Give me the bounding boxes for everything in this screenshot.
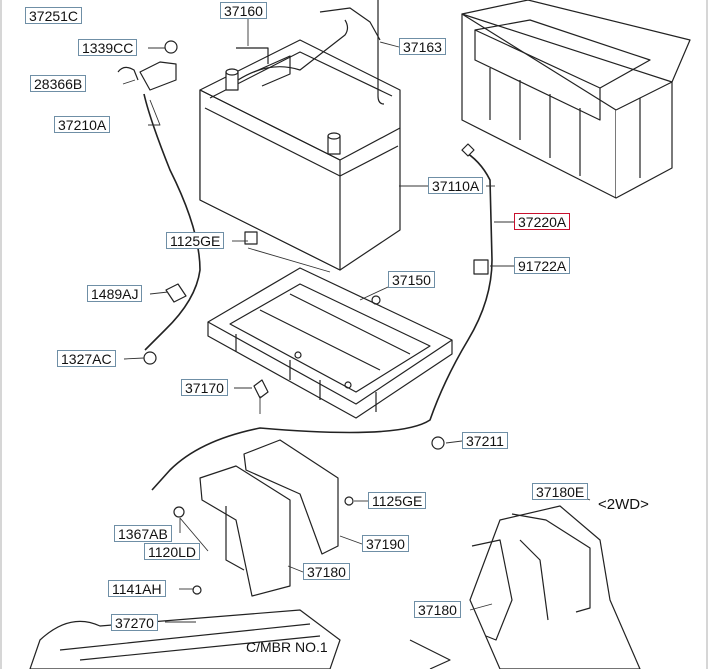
part-label-37150[interactable]: 37150 [388,271,435,288]
part-label-37211[interactable]: 37211 [462,432,508,449]
2wd-bracket-assembly-icon [409,505,641,669]
part-label-1339cc[interactable]: 1339CC [78,39,138,56]
part-label-37190[interactable]: 37190 [362,535,409,552]
hold-down-rod-icon [377,0,385,105]
left-frame-edge [0,0,2,669]
part-label-37180e[interactable]: 37180E [532,483,589,500]
part-label-1125ge-bottom[interactable]: 1125GE [368,492,427,509]
right-frame-edge [706,0,708,669]
part-label-1367ab[interactable]: 1367AB [114,525,172,542]
battery-icon [199,7,401,271]
part-label-37220a[interactable]: 37220A [514,213,571,230]
negative-cable-icon [143,93,201,351]
cable-clamp-icon [139,61,177,91]
part-label-37180-left[interactable]: 37180 [303,563,350,580]
part-label-1327ac[interactable]: 1327AC [57,350,116,367]
part-label-1141ah[interactable]: 1141AH [108,580,166,597]
member-note: C/MBR NO.1 [246,639,328,655]
part-label-37210a[interactable]: 37210A [54,116,111,133]
part-label-37110a[interactable]: 37110A [428,177,484,194]
part-label-28366b[interactable]: 28366B [30,75,87,92]
part-label-37180-right[interactable]: 37180 [414,601,461,618]
part-label-91722a[interactable]: 91722A [514,257,571,274]
part-label-1120ld[interactable]: 1120LD [144,543,201,560]
battery-cover-icon [461,0,691,199]
part-label-1489aj[interactable]: 1489AJ [87,285,143,302]
variant-note: <2WD> [598,496,649,513]
battery-brackets-icon [199,439,339,597]
positive-cable-icon [151,149,493,491]
cross-member-icon [29,609,341,669]
part-label-1125ge-top[interactable]: 1125GE [166,232,225,249]
part-label-37163[interactable]: 37163 [399,38,446,55]
part-label-37251c[interactable]: 37251C [25,7,83,24]
part-label-37170[interactable]: 37170 [181,379,228,396]
battery-tray-icon [207,267,453,419]
part-label-37270[interactable]: 37270 [111,614,158,631]
part-label-37160[interactable]: 37160 [220,2,267,19]
fastener-icons [143,40,445,595]
